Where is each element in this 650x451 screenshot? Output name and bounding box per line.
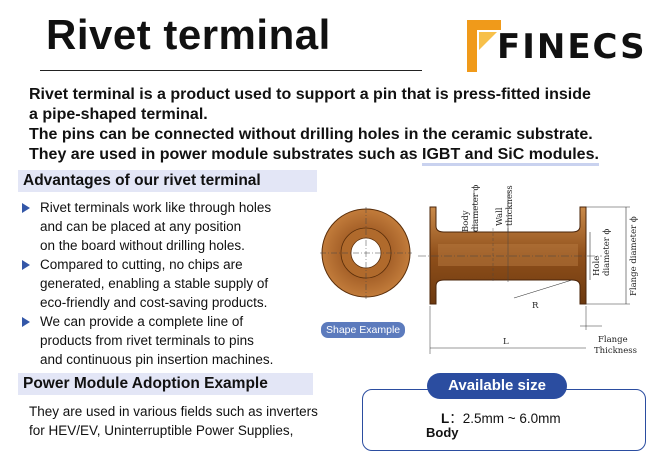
bullet-line: We can provide a complete line of — [40, 314, 244, 329]
power-module-text: They are used in various fields such as … — [29, 402, 349, 440]
bullet-line: generated, enabling a stable supply of — [40, 276, 269, 291]
logo-mark-icon — [467, 20, 501, 72]
list-item: We can provide a complete line of produc… — [20, 312, 330, 369]
page-title: Rivet terminal — [46, 11, 331, 58]
power-module-heading: Power Module Adoption Example — [18, 373, 313, 395]
bullet-line: eco-friendly and cost-saving products. — [40, 295, 268, 310]
length-value: ：2.5mm ~ 6.0mm — [449, 411, 561, 426]
highlighted-modules: IGBT and SiC modules. — [422, 146, 599, 166]
body-diameter-label: Body — [461, 210, 471, 232]
power-module-line: They are used in various fields such as … — [29, 404, 318, 419]
triangle-bullet-icon — [22, 317, 30, 327]
triangle-bullet-icon — [22, 260, 30, 270]
flange-thickness-label: Flange — [598, 335, 628, 345]
list-item: Compared to cutting, no chips are genera… — [20, 255, 330, 312]
intro-line: They are used in power module substrates… — [29, 145, 639, 166]
power-module-line: for HEV/EV, Uninterruptible Power Suppli… — [29, 423, 294, 438]
logo-text: FINECS — [497, 27, 647, 67]
shape-example-badge: Shape Example — [321, 322, 406, 338]
length-label: L — [503, 337, 509, 347]
hole-diameter-label: diameter ϕ — [602, 228, 612, 276]
title-underline — [40, 70, 422, 71]
flange-diameter-label: Flange diameter ϕ — [629, 216, 639, 296]
bullet-line: on the board without drilling holes. — [40, 238, 245, 253]
radius-label: R — [532, 301, 539, 311]
rivet-shape-diagram: Body diameter ϕ Wall thickness Hole diam… — [320, 184, 639, 356]
intro-line: The pins can be connected without drilli… — [29, 126, 593, 143]
wall-thickness-label: thickness — [505, 185, 515, 226]
hole-diameter-label: Hole — [592, 256, 602, 276]
intro-text: Rivet terminal is a product used to supp… — [29, 85, 639, 166]
advantages-list: Rivet terminals work like through holes … — [20, 198, 330, 369]
finecs-logo: FINECS — [467, 20, 645, 72]
list-item: Rivet terminals work like through holes … — [20, 198, 330, 255]
flange-thickness-label: Thickness — [594, 346, 637, 356]
bullet-line: Compared to cutting, no chips are — [40, 257, 243, 272]
bullet-line: Rivet terminals work like through holes — [40, 200, 272, 215]
wall-thickness-label: Wall — [495, 207, 505, 226]
length-range: L：2.5mm ~ 6.0mm — [441, 407, 561, 427]
rivet-top-view — [320, 207, 412, 299]
advantages-heading: Advantages of our rivet terminal — [18, 170, 317, 192]
available-size-heading: Available size — [427, 373, 567, 399]
intro-line-text: They are used in power module substrates… — [29, 146, 423, 163]
bullet-line: and continuous pin insertion machines. — [40, 352, 274, 367]
body-diameter-label: diameter ϕ — [471, 184, 481, 232]
bullet-line: products from rivet terminals to pins — [40, 333, 254, 348]
bullet-line: and can be placed at any position — [40, 219, 242, 234]
intro-line: a pipe-shaped terminal. — [29, 106, 208, 123]
intro-line: Rivet terminal is a product used to supp… — [29, 86, 591, 103]
triangle-bullet-icon — [22, 203, 30, 213]
length-key: L — [441, 411, 450, 426]
